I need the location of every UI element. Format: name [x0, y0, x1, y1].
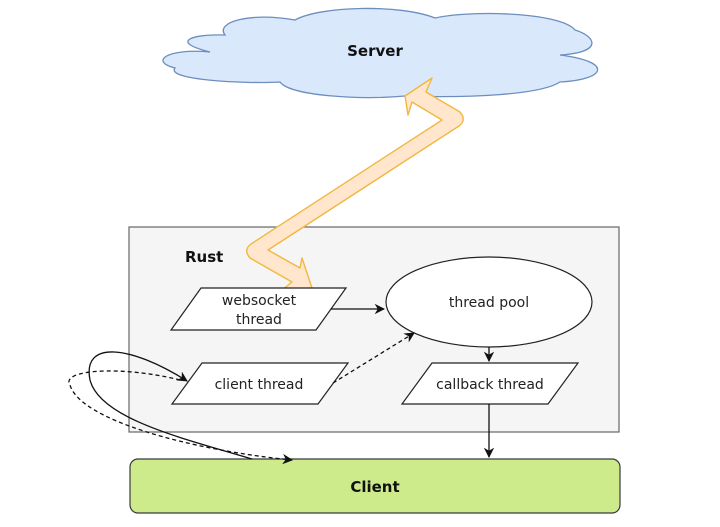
callback-thread-label: callback thread [436, 377, 544, 393]
client-thread-to-client-edge [68, 370, 294, 465]
rust-label: Rust [185, 248, 223, 266]
client-thread-to-pool-edge [332, 332, 415, 384]
client-to-client-thread-edge [88, 351, 253, 460]
server-cloud-shape [162, 7, 599, 99]
websocket-thread-node: websocket thread [169, 287, 348, 331]
websocket-thread-label-line2: thread [236, 312, 282, 328]
client-box: Client [129, 458, 621, 514]
server-cloud: Server [162, 7, 599, 99]
client-thread-label: client thread [215, 377, 304, 393]
thread-pool-node: thread pool [385, 256, 593, 348]
callback-thread-node: callback thread [400, 362, 580, 405]
websocket-thread-label-line1: websocket [222, 293, 297, 309]
client-thread-node: client thread [170, 362, 350, 405]
thread-pool-label: thread pool [449, 295, 529, 311]
server-label: Server [347, 42, 403, 60]
client-label: Client [350, 478, 399, 496]
